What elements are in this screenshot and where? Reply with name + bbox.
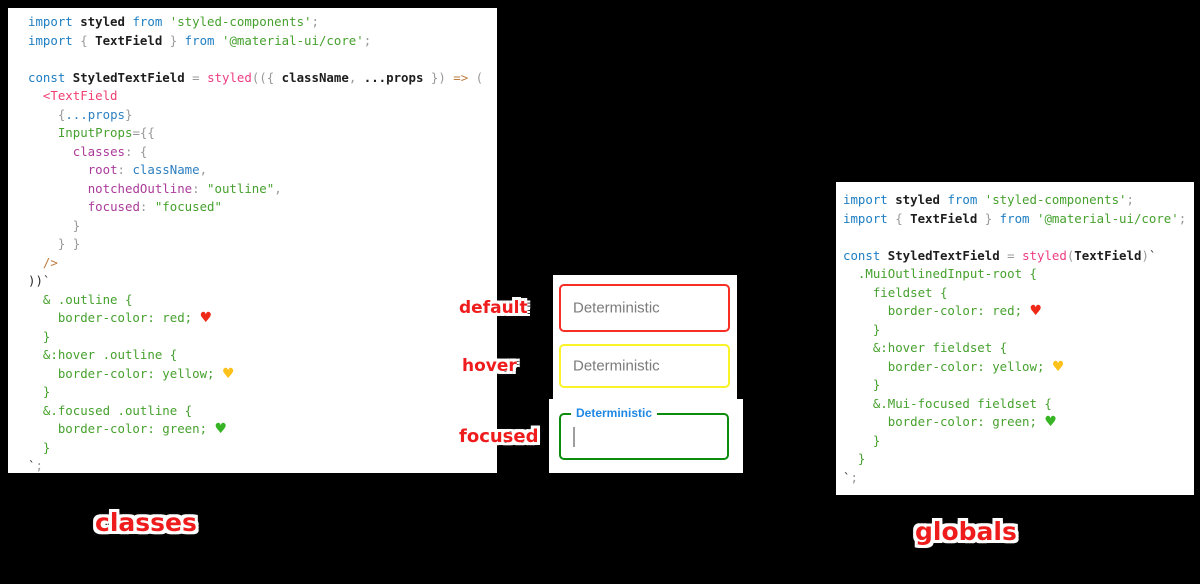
textfield-default-placeholder: Deterministic: [573, 299, 660, 317]
text-cursor: [573, 427, 575, 447]
textfield-hover[interactable]: Deterministic: [559, 344, 730, 388]
state-label-default: default: [459, 298, 528, 318]
caption-globals: globals: [915, 517, 1017, 546]
textfield-default[interactable]: Deterministic: [559, 284, 730, 332]
code-block-classes: import styled from 'styled-components';i…: [8, 8, 497, 473]
state-label-focused: focused: [459, 426, 539, 447]
state-label-hover: hover: [462, 356, 517, 376]
textfield-hover-placeholder: Deterministic: [573, 357, 660, 375]
textfield-focused-floating-label: Deterministic: [571, 406, 658, 421]
textfield-focused[interactable]: Deterministic: [559, 406, 729, 460]
code-block-globals: import styled from 'styled-components';i…: [836, 182, 1194, 495]
caption-classes: classes: [95, 508, 197, 537]
